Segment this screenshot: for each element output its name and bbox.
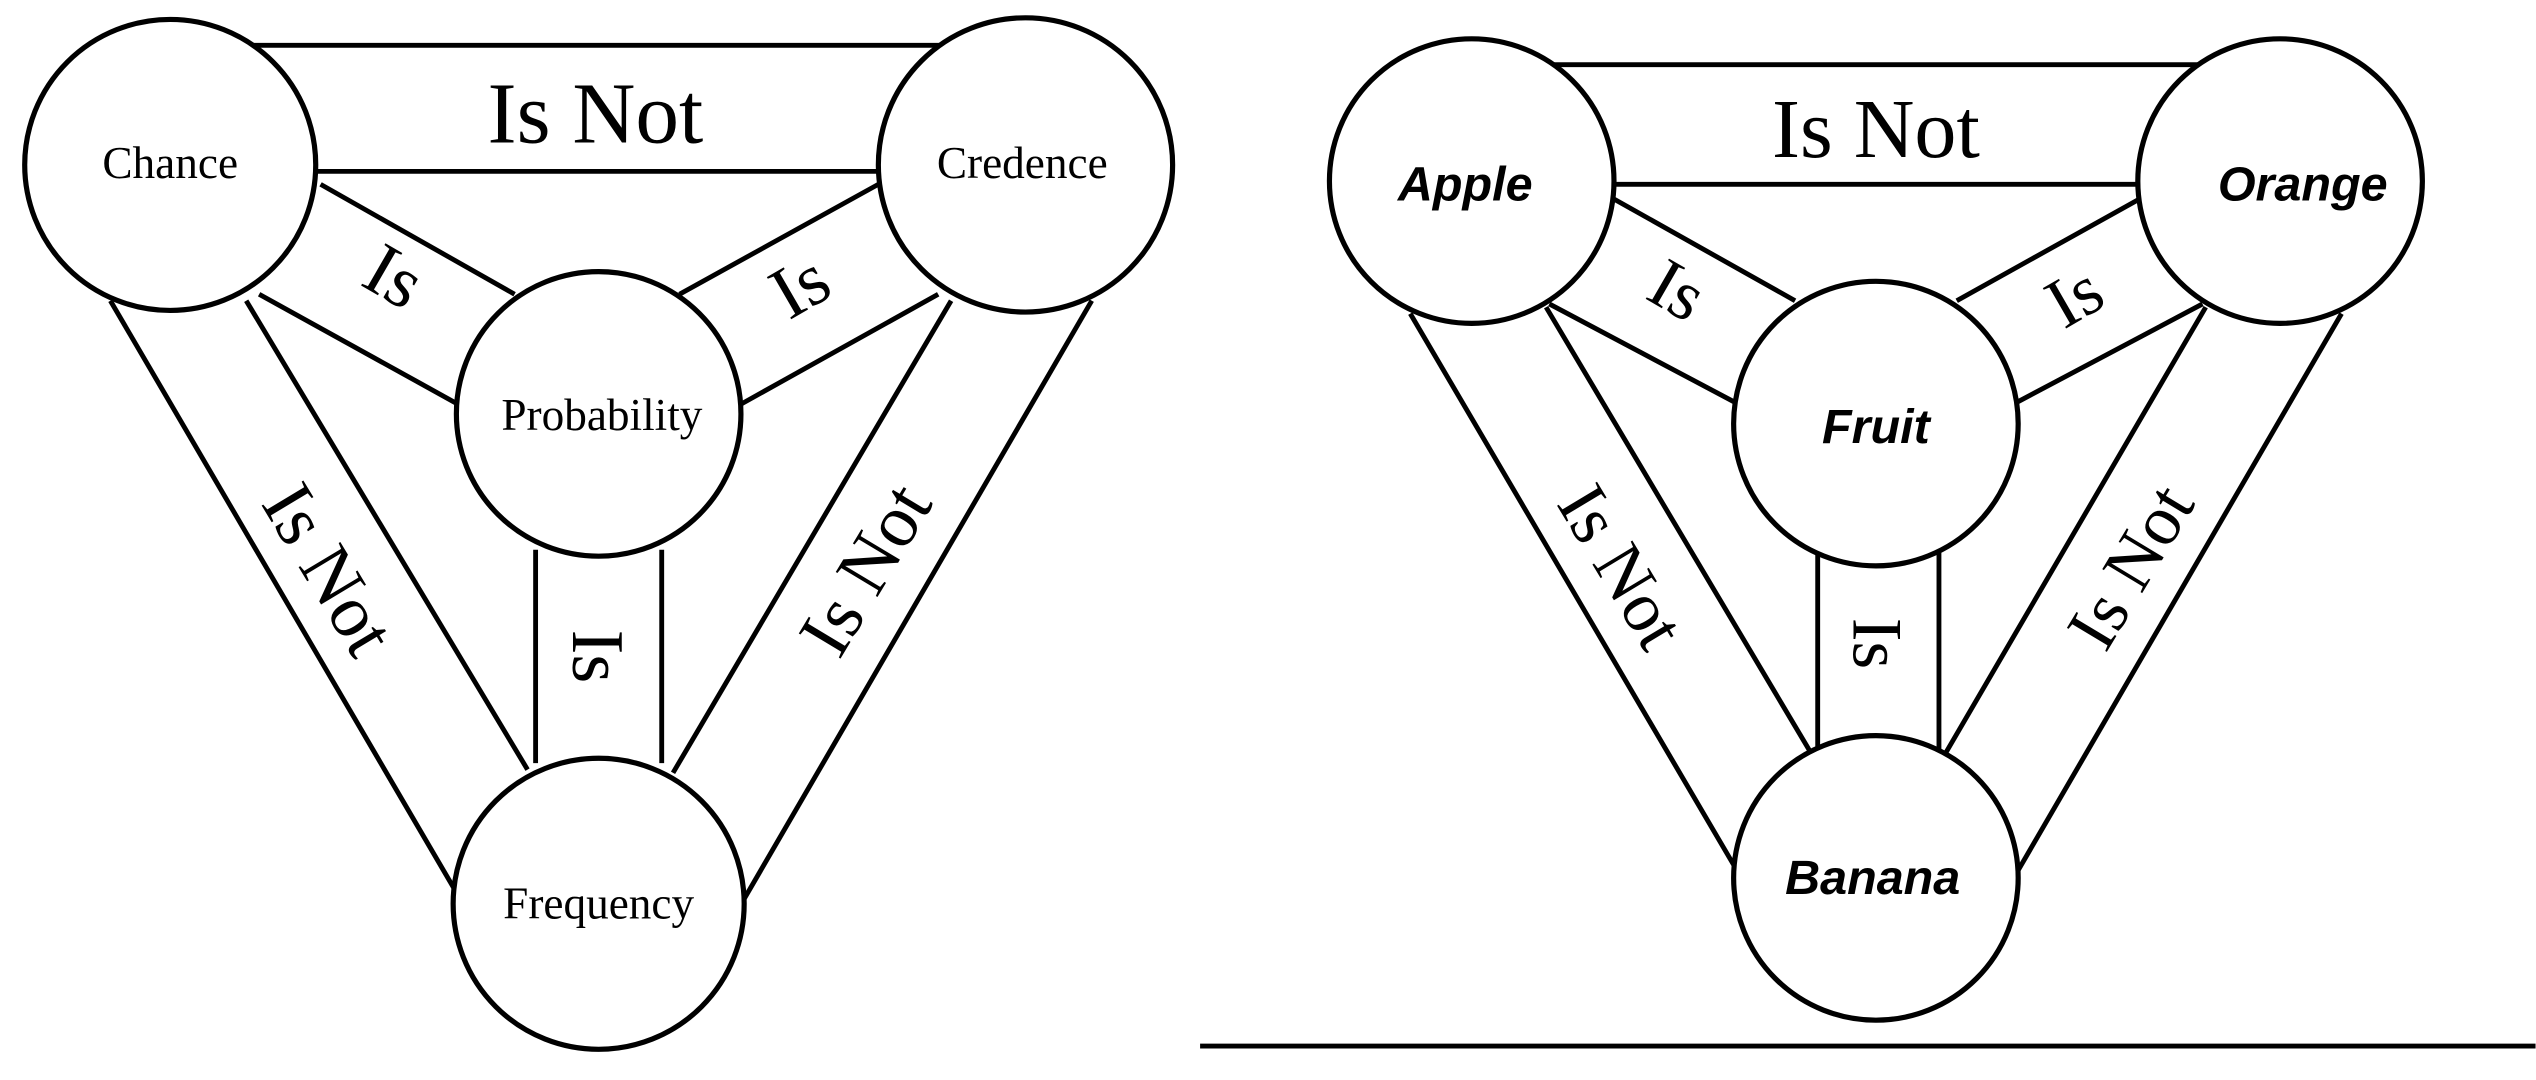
edge-right-outer-label: Is Not [783,469,948,669]
edge-left-inner-line-b [1548,301,1740,407]
node-chance: Chance [22,16,319,314]
edge-left-outer-line-a [1408,312,1741,875]
node-fruit-label: Fruit [1822,400,1932,454]
edge-right-inner-line-b [739,292,940,407]
edge-right-inner-line-a [678,182,880,297]
edge-left-inner-line-a [1609,195,1797,303]
edge-right-outer-line-b [1943,305,2208,755]
edge-left-outer-label: Is Not [1542,472,1700,663]
node-fruit: Fruit [1731,278,2021,569]
fruit-triangle-diagram: Is Not Is Is Is Not Is Not Is Apple Oran… [1326,36,2425,1023]
node-banana: Banana [1731,733,2021,1023]
edge-right-inner-label: Is [756,237,844,335]
edge-left-outer-line-a [108,299,459,894]
edge-right-outer-line-a [2014,312,2344,875]
edge-left-inner-line-b [257,292,460,407]
edge-top-label: Is Not [488,64,704,161]
edge-top-label: Is Not [1772,83,1980,176]
edge-left-outer-line-b [1543,305,1814,755]
edge-left-outer-line-b [244,299,530,771]
edge-right-outer-label: Is Not [2052,471,2210,662]
node-chance-label: Chance [102,138,238,188]
edge-right-inner-line-b [2012,301,2204,407]
edge-right-outer-line-b [670,299,954,775]
edge-right-inner-line-a [1955,195,2144,303]
edge-center-down-label: Is [1837,618,1915,669]
probability-triangle-diagram: Is Not Is Is Is Not Is Not Is Chance Cre… [22,15,1176,1052]
node-frequency: Frequency [450,755,747,1052]
node-frequency-label: Frequency [503,878,694,928]
node-apple: Apple [1326,36,1617,326]
node-banana-label: Banana [1785,851,1960,905]
edge-left-inner-line-a [319,182,516,297]
node-probability: Probability [453,269,744,559]
node-apple-label: Apple [1397,157,1533,211]
node-probability-label: Probability [501,390,702,440]
node-orange: Orange [2135,36,2425,326]
node-orange-label: Orange [2218,157,2388,211]
node-credence-label: Credence [937,138,1108,188]
edge-left-inner-label: Is [1635,244,1718,337]
edge-right-outer-line-a [742,299,1094,901]
node-credence: Credence [875,15,1176,315]
edge-center-down-label: Is [556,630,638,684]
edge-right-inner-label: Is [2033,250,2116,343]
